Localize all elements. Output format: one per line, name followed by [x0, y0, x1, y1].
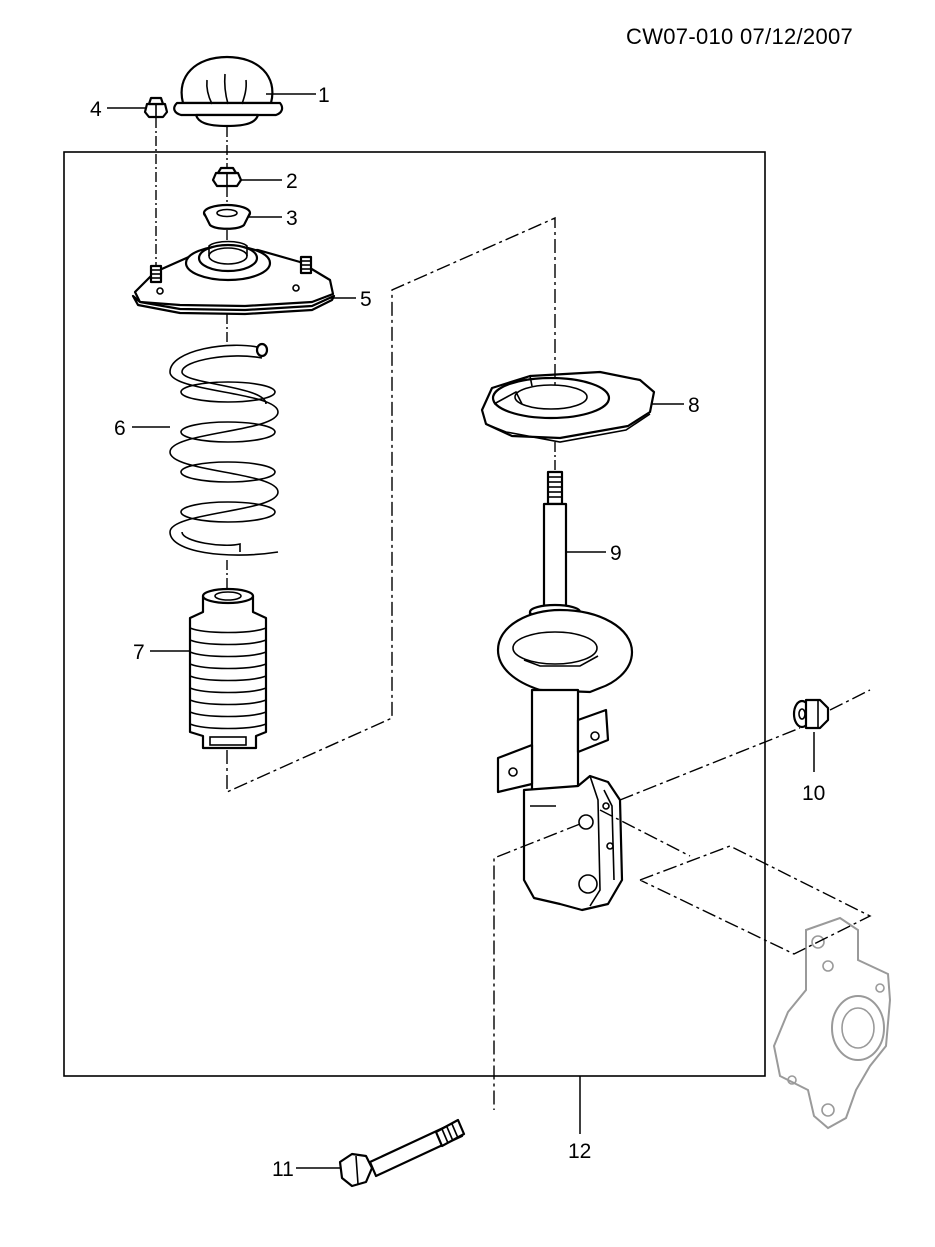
part-2-nut[interactable]	[211, 166, 243, 188]
callout-11: 11	[272, 1158, 294, 1181]
part-10-nut[interactable]	[792, 698, 830, 730]
callout-3: 3	[286, 207, 298, 230]
callout-2: 2	[286, 170, 298, 193]
leader-lines	[107, 93, 815, 1169]
callout-4: 4	[90, 98, 102, 121]
part-11-bolt[interactable]	[338, 1118, 466, 1188]
callout-12: 12	[568, 1140, 591, 1163]
part-5-upper-mount[interactable]	[131, 240, 336, 316]
part-7-dust-boot[interactable]	[188, 587, 268, 750]
part-4-nut[interactable]	[143, 96, 169, 119]
part-3-washer[interactable]	[202, 203, 252, 230]
assembly-frame	[63, 151, 766, 1077]
part-1-strut-cap[interactable]	[173, 55, 284, 128]
callout-7: 7	[133, 641, 145, 664]
part-8-spring-seat[interactable]	[480, 370, 656, 443]
callout-10: 10	[802, 782, 825, 805]
part-9-shock-absorber[interactable]	[496, 470, 634, 912]
callout-5: 5	[360, 288, 372, 311]
drawing-code: CW07-010 07/12/2007	[626, 24, 854, 49]
assembly-axes	[155, 118, 872, 1110]
part-6-coil-spring[interactable]	[169, 342, 279, 556]
callout-8: 8	[688, 394, 700, 417]
callout-6: 6	[114, 417, 126, 440]
callout-9: 9	[610, 542, 622, 565]
callout-1: 1	[318, 84, 330, 107]
steering-knuckle-reference	[772, 916, 892, 1130]
